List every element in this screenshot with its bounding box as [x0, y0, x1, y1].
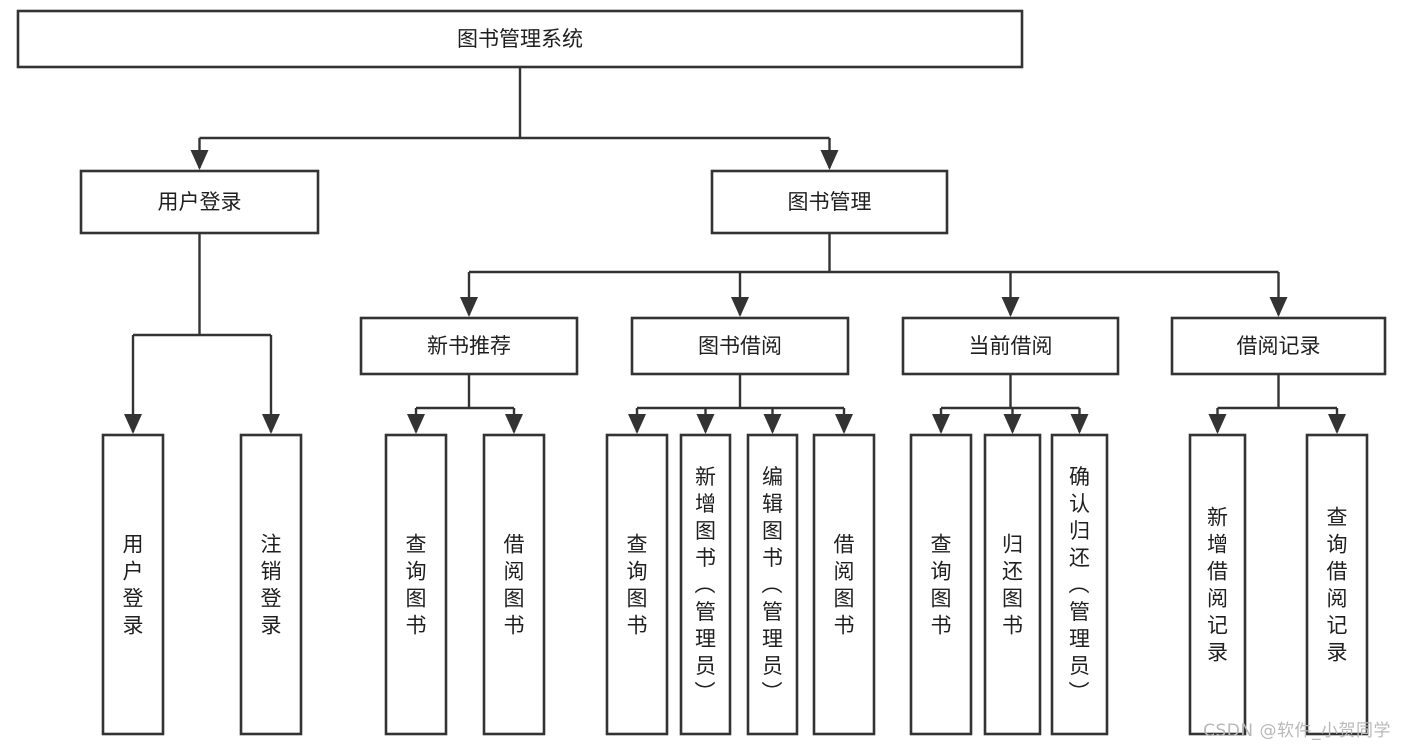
node-leaf-3[interactable]: 借阅图书 — [482, 433, 546, 736]
node-leaf-3-label: 借阅图书 — [504, 533, 525, 638]
node-leaf-1[interactable]: 注销登录 — [239, 433, 303, 736]
node-level2-1-box — [630, 316, 850, 376]
node-level1-1-label: 图书管理 — [788, 190, 872, 214]
node-leaf-7-box — [812, 433, 876, 736]
node-root-label: 图书管理系统 — [457, 27, 583, 51]
watermark-text: CSDN @软件_小贺同学 — [1203, 721, 1391, 741]
node-leaf-10[interactable]: 确认归还（管理员） — [1050, 433, 1109, 736]
arrow-head-icon — [1070, 414, 1089, 434]
arrow-head-icon — [1003, 414, 1022, 434]
arrow-head-icon — [835, 414, 853, 434]
node-level1-1-box — [710, 169, 949, 235]
node-level2-3[interactable]: 借阅记录 — [1170, 316, 1387, 376]
node-leaf-11-label: 新增借阅记录 — [1207, 506, 1228, 665]
node-level2-3-label: 借阅记录 — [1237, 334, 1321, 358]
node-leaf-5[interactable]: 新增图书（管理员） — [679, 433, 732, 736]
node-leaf-5-label: 新增图书（管理员） — [695, 465, 717, 705]
node-leaf-9-box — [983, 433, 1042, 736]
node-leaf-12[interactable]: 查询借阅记录 — [1305, 433, 1369, 736]
node-leaf-8-box — [909, 433, 973, 736]
arrow-head-icon — [1001, 297, 1020, 317]
arrow-head-icon — [696, 414, 715, 434]
node-leaf-5-box — [679, 433, 732, 736]
node-level2-0-box — [359, 316, 579, 376]
node-leaf-4-box — [605, 433, 669, 736]
node-leaf-1-box — [239, 433, 303, 736]
node-level1-0-label: 用户登录 — [158, 190, 242, 214]
arrow-head-icon — [124, 414, 142, 434]
node-level2-1[interactable]: 图书借阅 — [630, 316, 850, 376]
node-level2-3-box — [1170, 316, 1387, 376]
arrow-head-icon — [262, 414, 280, 434]
node-level1-0[interactable]: 用户登录 — [79, 169, 320, 235]
node-leaf-3-box — [482, 433, 546, 736]
arrow-head-icon — [190, 150, 209, 170]
node-leaf-0-box — [101, 433, 165, 736]
arrow-head-icon — [1328, 414, 1346, 434]
node-level2-2-box — [901, 316, 1120, 376]
node-root-box — [16, 9, 1024, 69]
node-leaf-6-label: 编辑图书（管理员） — [762, 465, 784, 705]
node-leaf-11[interactable]: 新增借阅记录 — [1188, 433, 1247, 736]
node-leaf-6[interactable]: 编辑图书（管理员） — [746, 433, 799, 736]
node-leaf-11-box — [1188, 433, 1247, 736]
node-leaf-1-label: 注销登录 — [261, 533, 282, 638]
node-leaf-7-label: 借阅图书 — [834, 533, 855, 638]
node-leaf-10-label: 确认归还（管理员） — [1069, 465, 1091, 705]
node-layer: 图书管理系统用户登录图书管理新书推荐图书借阅当前借阅借阅记录用户登录注销登录查询… — [16, 9, 1387, 736]
node-leaf-0[interactable]: 用户登录 — [101, 433, 165, 736]
arrow-head-icon — [407, 414, 425, 434]
node-leaf-4-label: 查询图书 — [627, 533, 648, 638]
node-leaf-2[interactable]: 查询图书 — [384, 433, 448, 736]
node-root[interactable]: 图书管理系统 — [16, 9, 1024, 69]
node-leaf-8-label: 查询图书 — [931, 533, 952, 638]
node-level2-0-label: 新书推荐 — [427, 334, 511, 358]
arrow-head-icon — [505, 414, 523, 434]
node-leaf-9[interactable]: 归还图书 — [983, 433, 1042, 736]
node-level2-1-label: 图书借阅 — [698, 334, 782, 358]
node-leaf-0-label: 用户登录 — [123, 533, 144, 638]
node-level2-2-label: 当前借阅 — [969, 334, 1053, 358]
node-level2-0[interactable]: 新书推荐 — [359, 316, 579, 376]
node-leaf-12-box — [1305, 433, 1369, 736]
node-level2-2[interactable]: 当前借阅 — [901, 316, 1120, 376]
node-leaf-2-box — [384, 433, 448, 736]
arrow-head-icon — [932, 414, 950, 434]
arrow-head-icon — [628, 414, 646, 434]
node-leaf-9-label: 归还图书 — [1002, 533, 1023, 638]
node-level1-1[interactable]: 图书管理 — [710, 169, 949, 235]
arrow-head-icon — [1269, 297, 1288, 317]
node-leaf-7[interactable]: 借阅图书 — [812, 433, 876, 736]
node-leaf-8[interactable]: 查询图书 — [909, 433, 973, 736]
arrow-head-icon — [820, 150, 839, 170]
node-leaf-12-label: 查询借阅记录 — [1327, 506, 1348, 665]
arrow-head-icon — [763, 414, 782, 434]
arrow-head-icon — [731, 297, 749, 317]
node-level1-0-box — [79, 169, 320, 235]
node-leaf-6-box — [746, 433, 799, 736]
node-leaf-2-label: 查询图书 — [406, 533, 427, 638]
node-leaf-10-box — [1050, 433, 1109, 736]
arrow-head-icon — [1208, 414, 1227, 434]
node-leaf-4[interactable]: 查询图书 — [605, 433, 669, 736]
arrow-head-icon — [460, 297, 478, 317]
connector-layer — [124, 67, 1346, 434]
